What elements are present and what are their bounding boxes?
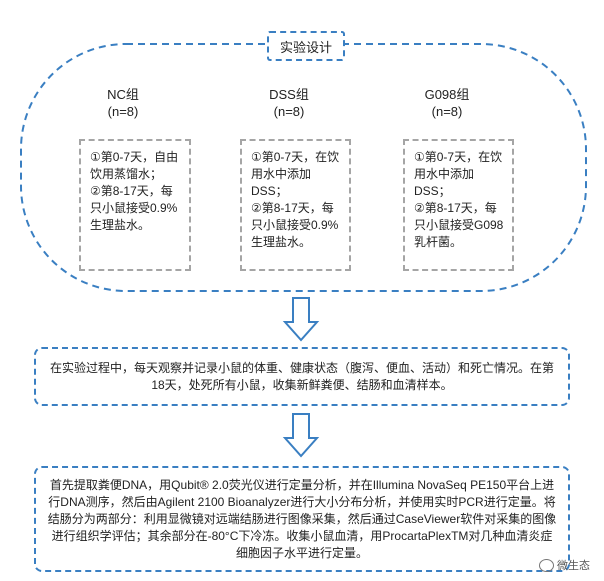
watermark-text: 微生态: [557, 560, 590, 572]
group-card-nc: ①第0-7天，自由饮用蒸馏水； ②第8-17天，每只小鼠接受0.9%生理盐水。: [79, 139, 191, 271]
wechat-icon: [539, 558, 554, 572]
observation-box: 在实验过程中，每天观察并记录小鼠的体重、健康状态（腹泻、便血、活动）和死亡情况。…: [34, 347, 570, 406]
group-name: G098组: [424, 87, 470, 102]
analysis-box: 首先提取粪便DNA，用Qubit® 2.0荧光仪进行定量分析，并在Illumin…: [34, 466, 570, 572]
group-description: ①第0-7天，在饮用水中添加DSS； ②第8-17天，每只小鼠接受G098乳杆菌…: [414, 150, 504, 249]
group-size: (n=8): [431, 104, 463, 119]
group-size: (n=8): [107, 104, 139, 119]
group-name: DSS组: [269, 87, 309, 102]
analysis-text: 首先提取粪便DNA，用Qubit® 2.0荧光仪进行定量分析，并在Illumin…: [47, 477, 557, 560]
group-name: NC组: [107, 87, 139, 102]
group-header-nc: NC组 (n=8): [78, 86, 168, 120]
group-description: ①第0-7天，自由饮用蒸馏水； ②第8-17天，每只小鼠接受0.9%生理盐水。: [90, 150, 179, 232]
group-description: ①第0-7天，在饮用水中添加DSS； ②第8-17天，每只小鼠接受0.9%生理盐…: [251, 150, 340, 249]
experiment-title: 实验设计: [267, 31, 345, 61]
group-card-g098: ①第0-7天，在饮用水中添加DSS； ②第8-17天，每只小鼠接受G098乳杆菌…: [403, 139, 514, 271]
arrow-down-2: [282, 413, 320, 458]
watermark: 微生态: [539, 557, 590, 573]
group-card-dss: ①第0-7天，在饮用水中添加DSS； ②第8-17天，每只小鼠接受0.9%生理盐…: [240, 139, 351, 271]
observation-text: 在实验过程中，每天观察并记录小鼠的体重、健康状态（腹泻、便血、活动）和死亡情况。…: [49, 360, 554, 392]
group-size: (n=8): [273, 104, 305, 119]
group-header-dss: DSS组 (n=8): [244, 86, 334, 120]
group-header-g098: G098组 (n=8): [402, 86, 492, 120]
arrow-down-1: [282, 297, 320, 342]
